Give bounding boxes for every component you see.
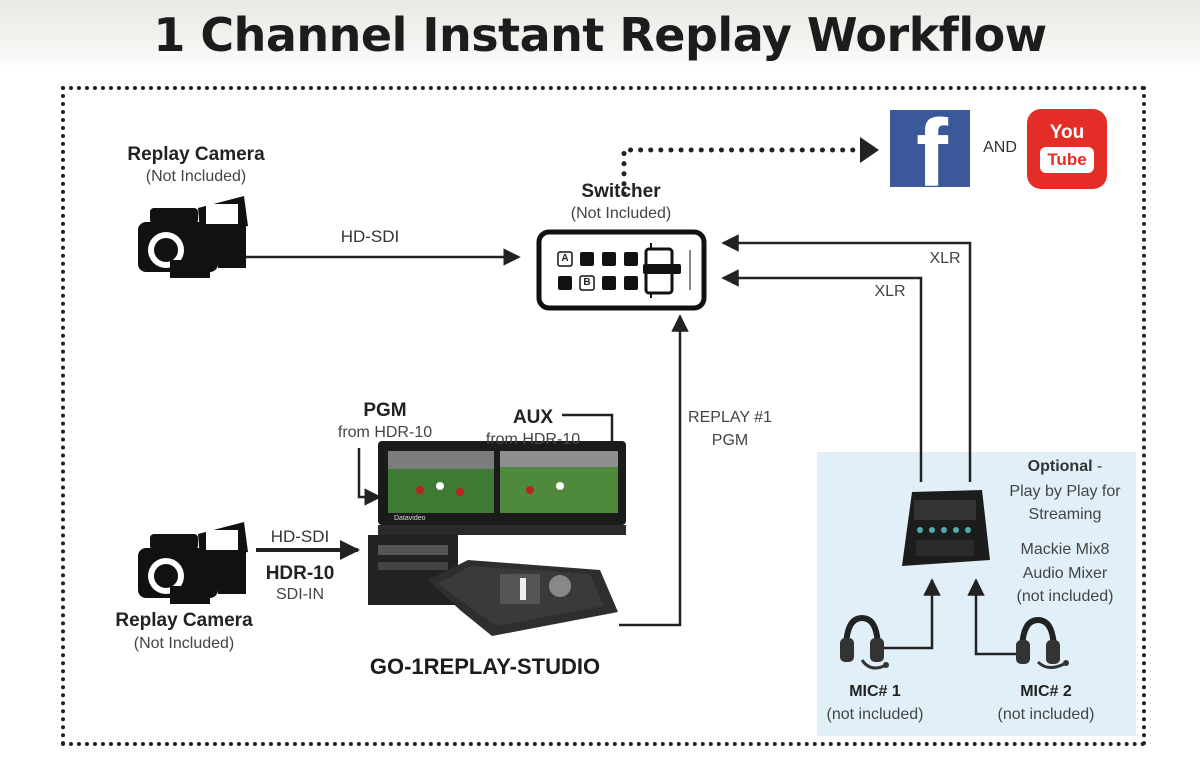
optional-line2: Streaming	[1028, 506, 1102, 523]
mixer-line1: Mackie Mix8	[1020, 541, 1110, 558]
optional-line1: Play by Play for	[1009, 483, 1121, 500]
camera-top-note: (Not Included)	[145, 168, 247, 185]
xlr-label-1: XLR	[929, 250, 961, 267]
replay-label-line2: PGM	[711, 432, 749, 449]
pgm-sub: from HDR-10	[337, 424, 433, 441]
header-background	[0, 0, 1200, 72]
hdr10-label: HDR-10	[265, 563, 335, 584]
switcher-note: (Not Included)	[570, 205, 672, 222]
camera-top-name: Replay Camera	[127, 144, 265, 165]
switcher-btn-b-label: B	[583, 277, 591, 288]
sdi-in-label: SDI-IN	[276, 586, 324, 603]
mic-1-note: (not included)	[826, 706, 924, 723]
audio-mixer-image	[902, 490, 990, 566]
monitor-brand-label: Datavideo	[394, 515, 426, 522]
facebook-icon: f	[890, 110, 970, 187]
social-and-label: AND	[983, 139, 1017, 156]
switcher-icon	[536, 229, 707, 311]
pgm-title: PGM	[363, 400, 407, 421]
diagram-frame	[61, 86, 1146, 746]
xlr-label-2: XLR	[874, 283, 906, 300]
aux-title: AUX	[512, 407, 554, 428]
mic-1-name: MIC# 1	[849, 683, 901, 700]
camera-top-icon	[138, 196, 248, 278]
switcher-name: Switcher	[581, 181, 661, 202]
mic-1-headset-image	[840, 614, 889, 670]
hd-sdi-bottom-label: HD-SDI	[270, 527, 330, 546]
mic-2-headset-image	[1016, 616, 1069, 669]
optional-title-strong: Optional	[1027, 458, 1093, 475]
optional-title: Optional -	[1000, 457, 1130, 476]
switcher-btn-a-label: A	[561, 253, 569, 264]
camera-bottom-icon	[138, 522, 248, 604]
mic-2-name: MIC# 2	[1020, 683, 1072, 700]
mixer-line3: (not included)	[1016, 588, 1114, 605]
optional-title-suffix: -	[1092, 458, 1103, 475]
aux-sub: from HDR-10	[485, 431, 581, 448]
mixer-line2: Audio Mixer	[1022, 565, 1108, 582]
studio-unit-image	[368, 441, 626, 636]
camera-bottom-name: Replay Camera	[115, 610, 253, 631]
studio-name: GO-1REPLAY-STUDIO	[369, 654, 601, 679]
page-title: 1 Channel Instant Replay Workflow	[153, 8, 1047, 62]
youtube-icon: You Tube	[1027, 109, 1107, 189]
mic-2-note: (not included)	[997, 706, 1095, 723]
camera-bottom-note: (Not Included)	[133, 635, 235, 652]
replay-label-line1: REPLAY #1	[688, 409, 772, 426]
hd-sdi-top-label: HD-SDI	[340, 227, 400, 246]
